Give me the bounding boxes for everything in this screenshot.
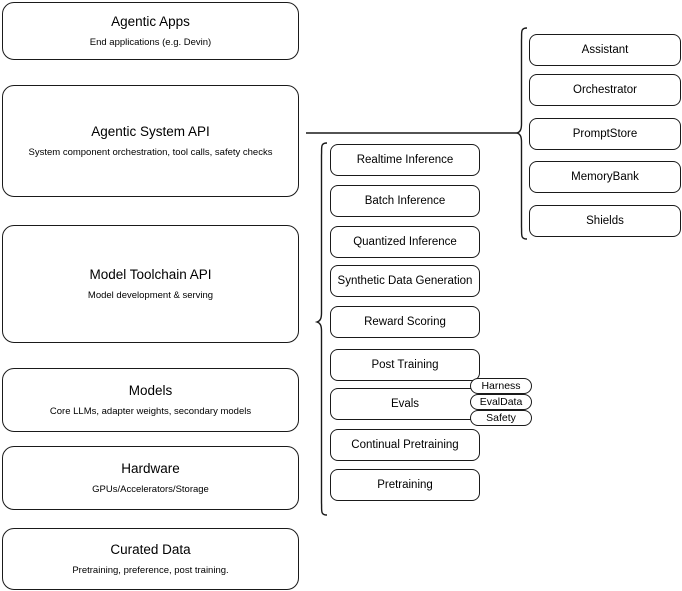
layer-subtitle: End applications (e.g. Devin) bbox=[89, 36, 212, 48]
component-promptstore[interactable]: PromptStore bbox=[529, 118, 681, 150]
component-continual-pretraining[interactable]: Continual Pretraining bbox=[330, 429, 480, 461]
system-components-brace bbox=[514, 27, 528, 240]
component-pretraining[interactable]: Pretraining bbox=[330, 469, 480, 501]
component-batch-inference[interactable]: Batch Inference bbox=[330, 185, 480, 217]
component-realtime-inference[interactable]: Realtime Inference bbox=[330, 144, 480, 176]
component-label: Quantized Inference bbox=[353, 235, 457, 248]
component-evals[interactable]: Evals bbox=[330, 388, 480, 420]
toolchain-components-brace bbox=[314, 142, 328, 516]
component-label: Post Training bbox=[371, 358, 439, 371]
layer-title: Models bbox=[128, 382, 173, 398]
component-memorybank[interactable]: MemoryBank bbox=[529, 161, 681, 193]
layer-subtitle: Core LLMs, adapter weights, secondary mo… bbox=[49, 405, 252, 417]
component-label: Shields bbox=[586, 214, 624, 227]
component-assistant[interactable]: Assistant bbox=[529, 34, 681, 66]
layer-title: Agentic System API bbox=[91, 123, 210, 139]
tag-evaldata[interactable]: EvalData bbox=[470, 394, 532, 410]
component-label: Synthetic Data Generation bbox=[337, 274, 473, 287]
layer-subtitle: Model development & serving bbox=[87, 289, 214, 301]
component-label: Reward Scoring bbox=[364, 315, 446, 328]
tag-safety[interactable]: Safety bbox=[470, 410, 532, 426]
layer-title: Model Toolchain API bbox=[89, 266, 212, 282]
component-quantized-inference[interactable]: Quantized Inference bbox=[330, 226, 480, 258]
layer-model-toolchain-api[interactable]: Model Toolchain API Model development & … bbox=[2, 225, 299, 343]
layer-title: Curated Data bbox=[110, 541, 191, 557]
component-shields[interactable]: Shields bbox=[529, 205, 681, 237]
component-label: Realtime Inference bbox=[356, 153, 454, 166]
component-label: MemoryBank bbox=[571, 170, 639, 183]
component-synthetic-data-generation[interactable]: Synthetic Data Generation bbox=[330, 265, 480, 297]
component-label: Continual Pretraining bbox=[351, 438, 459, 451]
layer-agentic-apps[interactable]: Agentic Apps End applications (e.g. Devi… bbox=[2, 2, 299, 60]
tag-label: Safety bbox=[486, 411, 516, 424]
tag-label: EvalData bbox=[479, 395, 523, 408]
component-orchestrator[interactable]: Orchestrator bbox=[529, 74, 681, 106]
layer-title: Hardware bbox=[121, 460, 180, 476]
layer-hardware[interactable]: Hardware GPUs/Accelerators/Storage bbox=[2, 446, 299, 510]
layer-agentic-system-api[interactable]: Agentic System API System component orch… bbox=[2, 85, 299, 197]
tag-harness[interactable]: Harness bbox=[470, 378, 532, 394]
tag-label: Harness bbox=[481, 379, 521, 392]
component-label: Evals bbox=[390, 397, 420, 410]
layer-subtitle: GPUs/Accelerators/Storage bbox=[92, 483, 209, 495]
layer-curated-data[interactable]: Curated Data Pretraining, preference, po… bbox=[2, 528, 299, 590]
component-label: Assistant bbox=[581, 43, 629, 56]
layer-subtitle: System component orchestration, tool cal… bbox=[28, 146, 273, 158]
layer-subtitle: Pretraining, preference, post training. bbox=[72, 564, 229, 576]
component-label: Pretraining bbox=[377, 478, 433, 491]
component-post-training[interactable]: Post Training bbox=[330, 349, 480, 381]
component-label: Batch Inference bbox=[364, 194, 446, 207]
layer-models[interactable]: Models Core LLMs, adapter weights, secon… bbox=[2, 368, 299, 432]
component-label: PromptStore bbox=[572, 127, 638, 140]
component-label: Orchestrator bbox=[573, 83, 637, 96]
layer-title: Agentic Apps bbox=[111, 13, 190, 29]
component-reward-scoring[interactable]: Reward Scoring bbox=[330, 306, 480, 338]
